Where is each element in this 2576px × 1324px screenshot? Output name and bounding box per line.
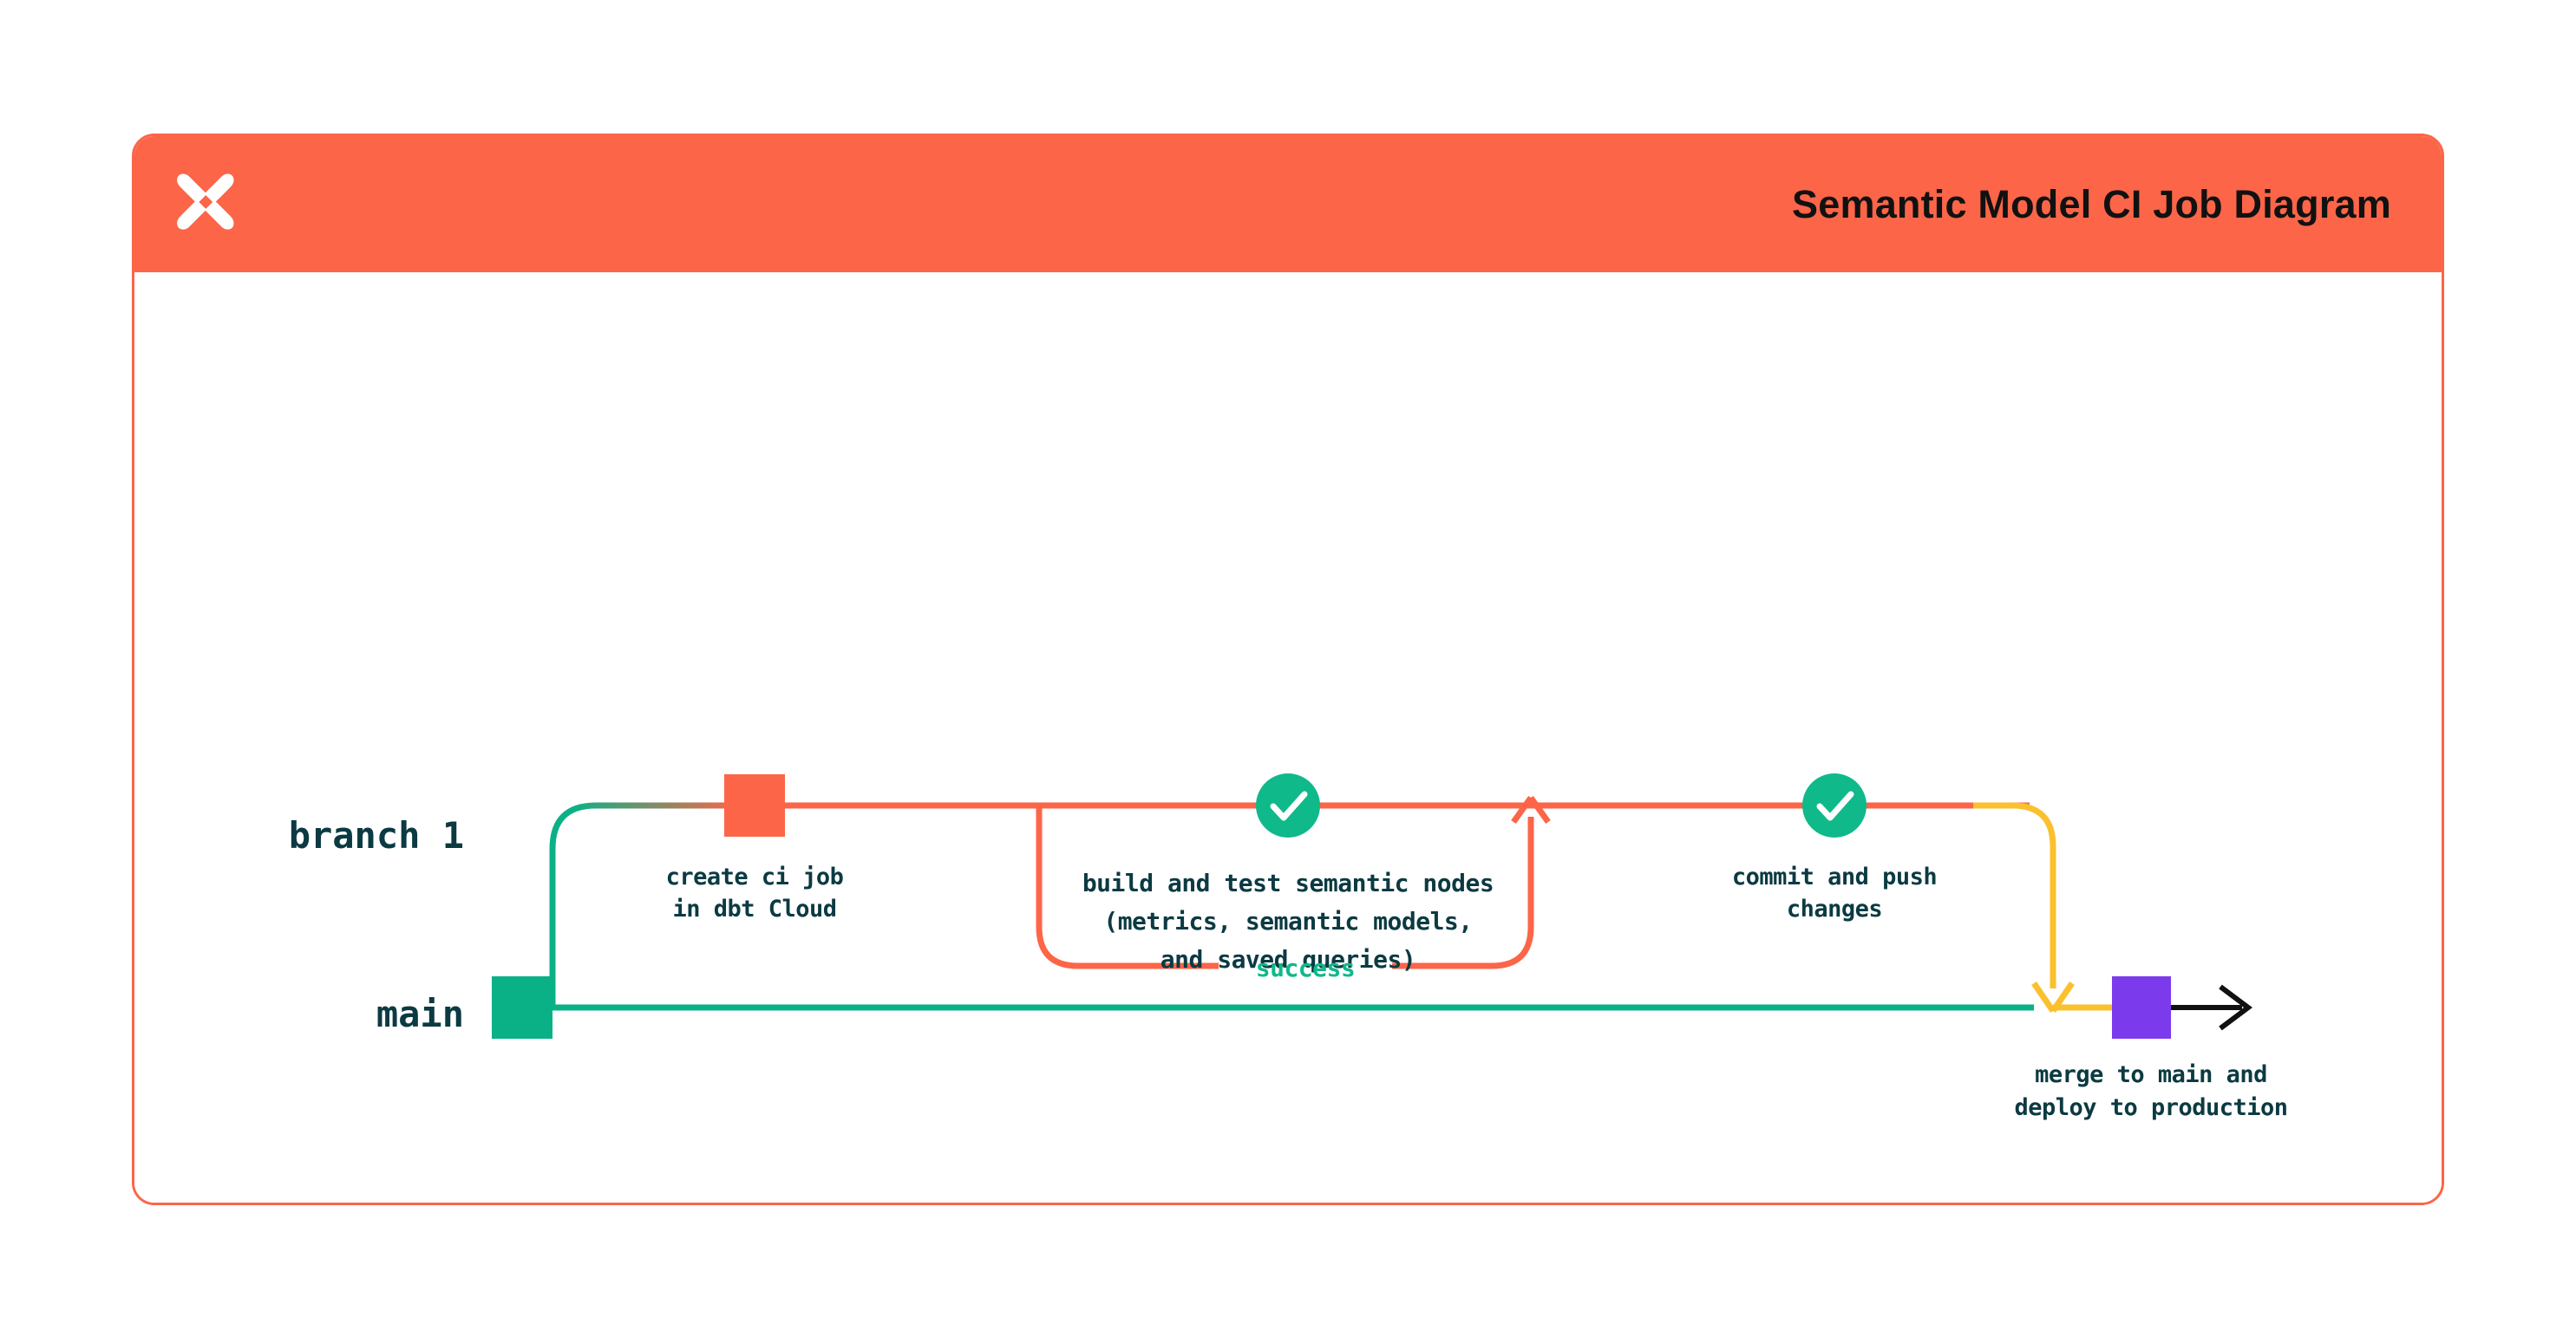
card-body: branch 1 main create ci job in dbt Cloud… bbox=[134, 272, 2442, 1203]
node-main-start[interactable] bbox=[492, 976, 552, 1039]
node-create-ci-job[interactable] bbox=[724, 774, 785, 837]
card-header: Semantic Model CI Job Diagram bbox=[134, 136, 2442, 272]
caption-create-ci-job-line-2: in dbt Cloud bbox=[672, 896, 837, 923]
page-title: Semantic Model CI Job Diagram bbox=[1792, 181, 2391, 226]
diagram-card: Semantic Model CI Job Diagram bbox=[132, 134, 2444, 1205]
edge-label-success: success bbox=[1255, 954, 1356, 982]
node-build-and-test[interactable] bbox=[1256, 773, 1320, 838]
caption-commit-and-push-line-2: changes bbox=[1786, 896, 1883, 923]
success-loop-edge bbox=[1036, 795, 1551, 969]
caption-build-and-test-line-1: build and test semantic nodes bbox=[1082, 869, 1494, 897]
node-merge-to-main[interactable] bbox=[2112, 976, 2171, 1039]
git-flow-diagram bbox=[492, 773, 2252, 1039]
caption-create-ci-job-line-1: create ci job bbox=[665, 864, 844, 890]
dbt-x-logo-icon bbox=[173, 167, 247, 242]
caption-build-and-test-line-2: (metrics, semantic models, bbox=[1103, 907, 1473, 936]
caption-build-and-test-line-3: and saved queries) bbox=[1160, 945, 1416, 974]
caption-merge-to-main-line-2: deploy to production bbox=[2014, 1094, 2288, 1121]
branch-off-edge bbox=[549, 802, 742, 1008]
caption-merge-to-main-line-1: merge to main and bbox=[2035, 1061, 2267, 1088]
check-circle-icon bbox=[1816, 791, 1854, 821]
caption-commit-and-push-line-1: commit and push bbox=[1731, 864, 1938, 890]
node-commit-and-push[interactable] bbox=[1802, 773, 1867, 838]
lane-label-main: main bbox=[376, 993, 464, 1035]
production-arrow-edge bbox=[2168, 984, 2252, 1031]
check-circle-icon bbox=[1270, 791, 1308, 821]
push-to-main-edge bbox=[1973, 802, 2112, 1013]
lane-label-branch-1: branch 1 bbox=[288, 814, 464, 857]
